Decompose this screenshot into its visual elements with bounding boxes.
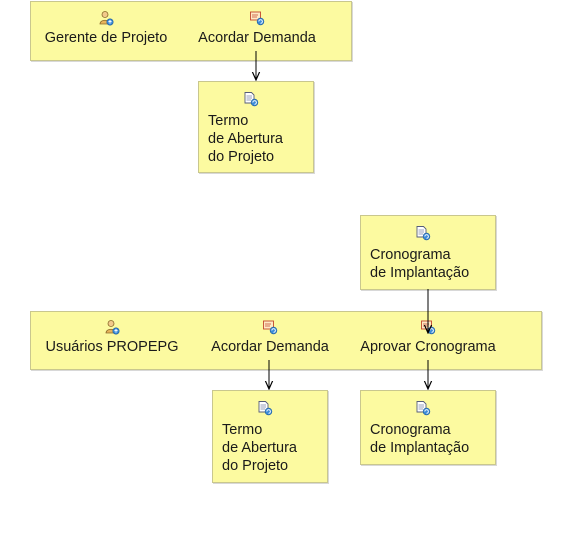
artifact-termo-de-abertura-2[interactable]: Termo de Abertura do Projeto	[212, 390, 328, 483]
person-role-icon	[98, 10, 114, 26]
artifact-termo-de-abertura[interactable]: Termo de Abertura do Projeto	[198, 81, 314, 173]
activity-diagram-lane-1	[30, 1, 352, 61]
artifact-label: Termo de Abertura do Projeto	[208, 113, 283, 165]
artifact-label: Cronograma de Implantação	[370, 422, 470, 456]
artifact-label: Cronograma de Implantação	[370, 247, 470, 281]
role-label: Usuários PROPEPG	[45, 339, 179, 355]
artifact-cronograma-output[interactable]: Cronograma de Implantação	[360, 390, 496, 465]
artifact-cronograma-input[interactable]: Cronograma de Implantação	[360, 215, 496, 290]
role-label: Gerente de Projeto	[44, 30, 168, 46]
work-product-icon	[415, 400, 431, 416]
activity-task-icon	[249, 10, 265, 26]
activity-diagram-lane-2	[30, 311, 542, 370]
work-product-icon	[243, 91, 259, 107]
activity-aprovar-cronograma[interactable]: Aprovar Cronograma	[352, 319, 504, 355]
work-product-icon	[257, 400, 273, 416]
activity-acordar-demanda-2[interactable]: Acordar Demanda	[203, 319, 337, 355]
activity-acordar-demanda[interactable]: Acordar Demanda	[190, 10, 324, 46]
activity-label: Acordar Demanda	[198, 30, 316, 46]
activity-label: Aprovar Cronograma	[360, 339, 496, 355]
person-role-icon	[104, 319, 120, 335]
work-product-icon	[415, 225, 431, 241]
activity-task-icon	[262, 319, 278, 335]
activity-task-icon	[420, 319, 436, 335]
role-usuarios-propepg[interactable]: Usuários PROPEPG	[38, 319, 186, 355]
activity-label: Acordar Demanda	[211, 339, 329, 355]
artifact-label: Termo de Abertura do Projeto	[222, 422, 297, 474]
role-gerente-de-projeto[interactable]: Gerente de Projeto	[38, 10, 174, 46]
